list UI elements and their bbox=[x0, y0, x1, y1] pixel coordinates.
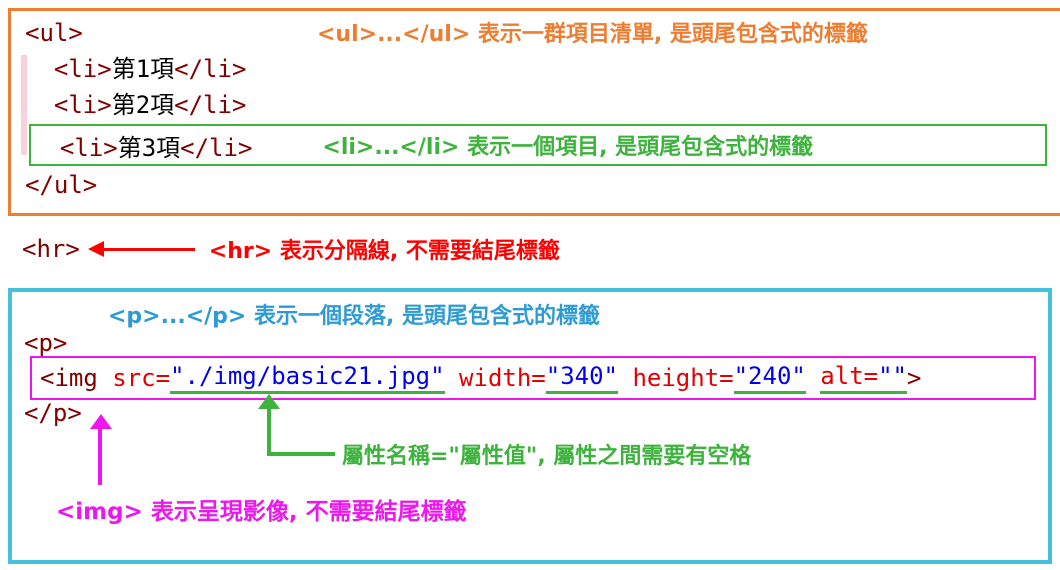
width-attr-value: "340" bbox=[545, 362, 618, 394]
code-img-open-tag: <img bbox=[40, 364, 113, 392]
img-highlight-box: <img src="./img/basic21.jpg" width="340"… bbox=[30, 356, 1036, 400]
li-close-tag: </li> bbox=[180, 133, 253, 162]
li-close-tag: </li> bbox=[174, 91, 247, 119]
src-attr-value: "./img/basic21.jpg" bbox=[170, 362, 445, 394]
alt-attr-value: "" bbox=[878, 362, 907, 390]
li-open-tag: <li> bbox=[31, 133, 118, 162]
li-item-text: 第1項 bbox=[111, 55, 175, 83]
alt-attr-name: alt= bbox=[820, 362, 879, 390]
indent-highlight bbox=[21, 55, 27, 155]
p-annotation: <p>...</p> 表示一個段落, 是頭尾包含式的標籤 bbox=[108, 304, 601, 329]
code-line-p-close: </p> bbox=[24, 396, 82, 430]
code-hr-tag: <hr> bbox=[22, 235, 80, 263]
width-attr-name: width= bbox=[444, 364, 546, 392]
li-item-text: 第2項 bbox=[111, 91, 175, 119]
green-up-arrow-icon bbox=[258, 394, 280, 409]
code-img-close-tag: > bbox=[907, 364, 922, 392]
code-line-li-1: <li>第1項</li> bbox=[25, 51, 1060, 87]
magenta-arrow-vertical-shaft bbox=[98, 427, 102, 485]
hr-section: <hr> <hr> 表示分隔線, 不需要結尾標籤 bbox=[22, 232, 560, 266]
src-attr-name: src= bbox=[112, 364, 171, 392]
code-line-ul-open: <ul> <ul>...</ul> 表示一群項目清單, 是頭尾包含式的標籤 bbox=[25, 15, 1060, 51]
code-p-close-tag: </p> bbox=[24, 399, 82, 427]
height-attr-name: height= bbox=[618, 364, 734, 392]
left-arrow-icon bbox=[87, 241, 104, 257]
li-open-tag: <li> bbox=[25, 55, 112, 83]
code-line-li-3: <li>第3項</li> bbox=[31, 128, 253, 163]
li-item-text: 第3項 bbox=[117, 133, 181, 162]
green-arrow-horizontal-shaft bbox=[267, 452, 335, 456]
li-close-tag: </li> bbox=[174, 55, 247, 83]
code-line-p-open: <p> bbox=[24, 326, 67, 360]
code-ul-close-tag: </ul> bbox=[25, 171, 98, 199]
code-ul-open-tag: <ul> bbox=[25, 19, 83, 47]
left-arrow-shaft bbox=[102, 247, 195, 251]
p-code-panel: <p>...</p> 表示一個段落, 是頭尾包含式的標籤 <p> <img sr… bbox=[8, 288, 1052, 564]
img-annotation: <img> 表示呈現影像, 不需要結尾標籤 bbox=[56, 499, 467, 525]
alt-attr-group: alt="" bbox=[820, 362, 907, 394]
li-open-tag: <li> bbox=[25, 91, 112, 119]
code-p-open-tag: <p> bbox=[24, 329, 68, 357]
green-arrow-vertical-shaft bbox=[267, 408, 271, 456]
li-annotation: <li>...</li> 表示一個項目, 是頭尾包含式的標籤 bbox=[322, 135, 814, 160]
height-attr-value: "240" bbox=[733, 362, 806, 394]
ul-annotation: <ul>...</ul> 表示一群項目清單, 是頭尾包含式的標籤 bbox=[317, 22, 868, 47]
code-line-li-2: <li>第2項</li> bbox=[25, 87, 1060, 123]
ul-code-panel: <ul> <ul>...</ul> 表示一群項目清單, 是頭尾包含式的標籤 <l… bbox=[8, 8, 1060, 216]
li-highlight-box: <li>第3項</li> <li>...</li> 表示一個項目, 是頭尾包含式… bbox=[29, 124, 1047, 166]
attr-annotation: 屬性名稱="屬性值", 屬性之間需要有空格 bbox=[342, 444, 752, 469]
magenta-up-arrow-icon bbox=[90, 414, 112, 429]
hr-annotation: <hr> 表示分隔線, 不需要結尾標籤 bbox=[208, 239, 560, 264]
code-space bbox=[806, 364, 820, 392]
code-line-ul-close: </ul> bbox=[25, 167, 1060, 203]
